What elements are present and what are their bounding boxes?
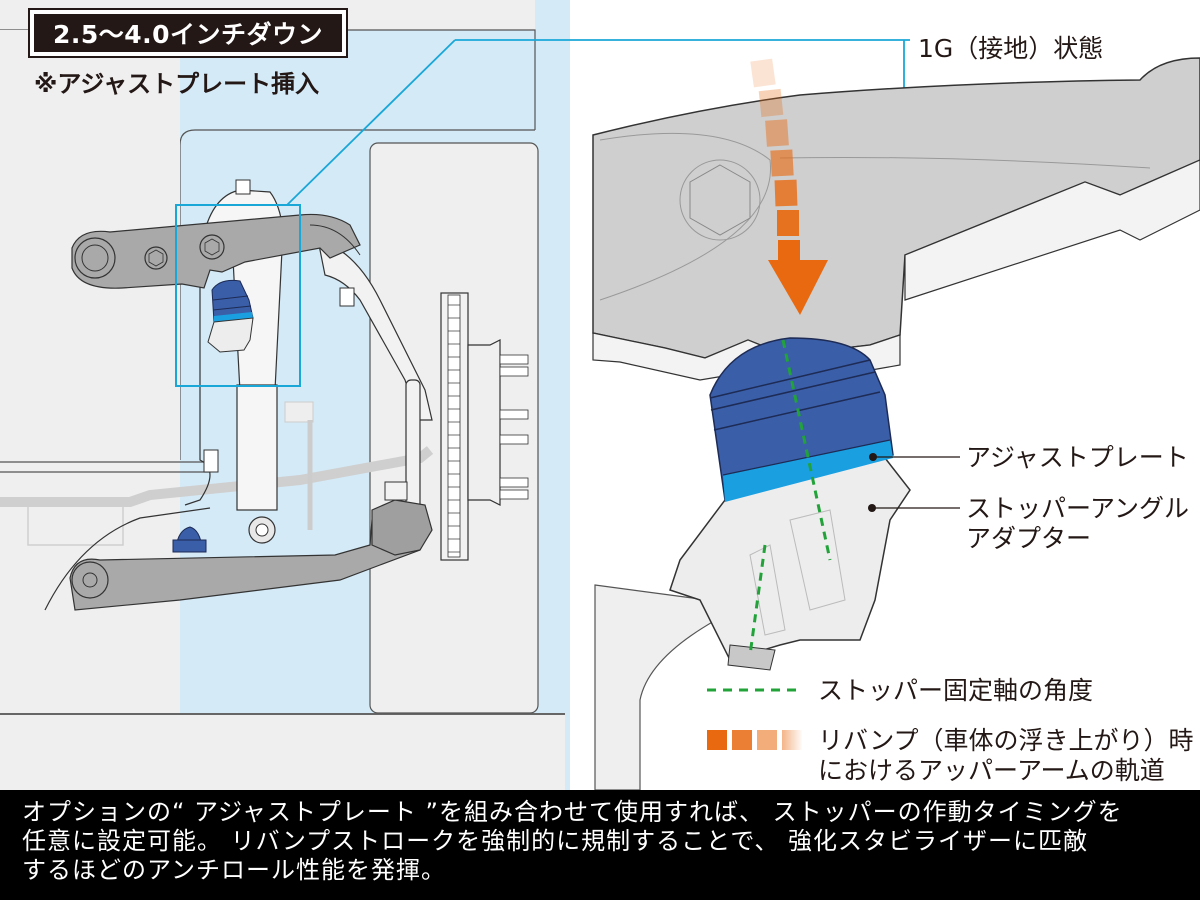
- overview-panel: [0, 0, 570, 790]
- caption-line-1: オプションの“ アジャストプレート ”を組み合わせて使用すれば、 ストッパーの作…: [22, 798, 1123, 826]
- caption-line-3: するほどのアンチロール性能を発揮。: [22, 856, 447, 884]
- legend-rebound-label-2: におけるアッパーアームの軌道: [818, 756, 1165, 785]
- drop-range-badge: 2.5〜4.0インチダウン: [28, 8, 348, 58]
- detail-panel: [570, 0, 1200, 791]
- drop-range-text: 2.5〜4.0インチダウン: [34, 14, 342, 52]
- state-label: 1G（接地）状態: [918, 34, 1104, 63]
- adjust-plate-note: ※アジャストプレート挿入: [34, 70, 320, 98]
- stopper-adapter-label-2: アダプター: [966, 524, 1092, 553]
- adjust-plate-label: アジャストプレート: [966, 443, 1189, 472]
- legend-axis-label: ストッパー固定軸の角度: [818, 676, 1094, 705]
- caption-line-2: 任意に設定可能。 リバンプストロークを強制的に規制することで、 強化スタビライザ…: [22, 827, 1089, 855]
- suspension-diagram: [0, 0, 1200, 791]
- rebound-arrow: [750, 58, 828, 315]
- description-caption: オプションの“ アジャストプレート ”を組み合わせて使用すれば、 ストッパーの作…: [0, 790, 1200, 900]
- stopper-adapter-label-1: ストッパーアングル: [966, 494, 1190, 523]
- legend-orange-swatch: [707, 730, 802, 750]
- legend-rebound-label-1: リバンプ（車体の浮き上がり）時: [818, 726, 1194, 755]
